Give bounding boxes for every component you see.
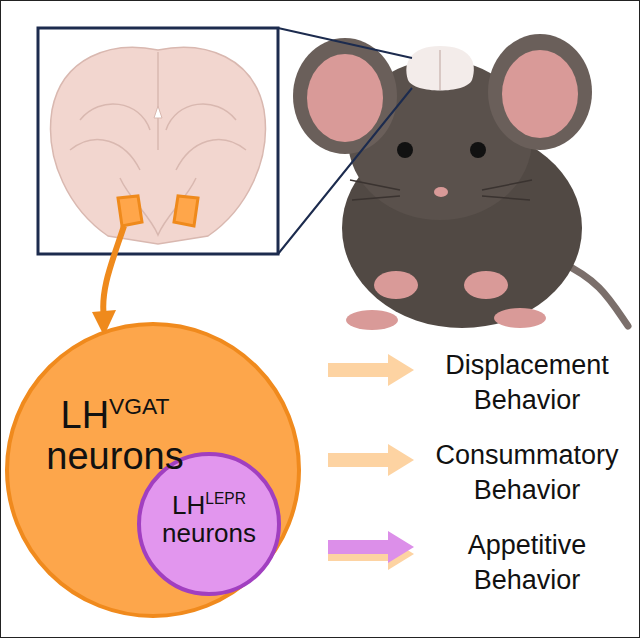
behavior-label: Consummatory Behavior <box>420 438 634 507</box>
behavior-label: Displacement Behavior <box>420 348 634 417</box>
behavior-text: Consummatory Behavior <box>420 438 634 507</box>
neuron-text: LHLEPR neurons <box>147 490 271 548</box>
neuron-name: neurons <box>15 436 215 478</box>
superscript: LEPR <box>205 490 246 507</box>
behavior-text: Displacement Behavior <box>420 348 634 417</box>
behavior-text: Appetitive Behavior <box>420 528 634 597</box>
zoom-line <box>278 28 412 254</box>
mouse-illustration <box>293 34 628 330</box>
neuron-name: LH <box>172 490 205 520</box>
block-arrow <box>328 444 414 476</box>
neuron-text: LHVGAT neurons <box>15 394 215 478</box>
superscript: VGAT <box>109 393 169 419</box>
behavior-label: Appetitive Behavior <box>420 528 634 597</box>
block-arrow <box>328 531 414 563</box>
neuron-name: LH <box>61 394 110 436</box>
zoom-arrow <box>103 226 124 318</box>
brain-section <box>38 28 278 254</box>
block-arrow <box>328 354 414 386</box>
neuron-circle: LHVGATneuronsLHLEPRneurons <box>5 322 301 618</box>
neuron-name: neurons <box>147 519 271 548</box>
